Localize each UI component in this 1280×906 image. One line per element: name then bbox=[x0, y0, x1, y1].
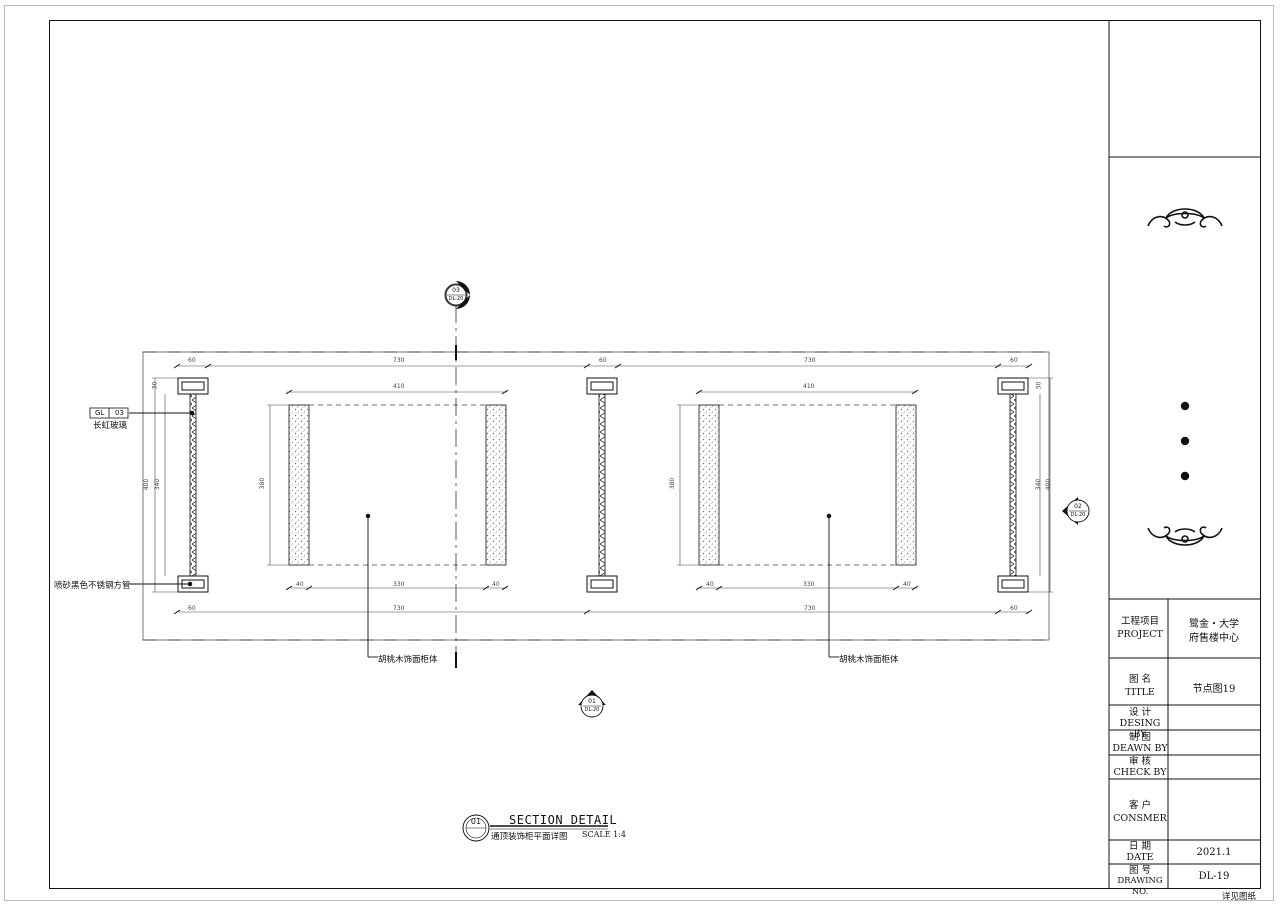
dim-post-left: 60 bbox=[188, 357, 196, 364]
title-label-cn: 图 名 bbox=[1128, 674, 1152, 685]
glass-panels bbox=[189, 393, 1017, 577]
dim-side-3: 40 bbox=[706, 581, 714, 588]
dim-side-4: 40 bbox=[903, 581, 911, 588]
dim-side-2: 40 bbox=[492, 581, 500, 588]
check-label-cn: 审 核 bbox=[1128, 756, 1152, 767]
section-marker-top bbox=[444, 281, 470, 309]
dim-cabinet-height-left: 380 bbox=[259, 477, 267, 490]
dashed-ceiling-lines bbox=[143, 351, 1049, 641]
dim-side-inner-right: 340 bbox=[1035, 478, 1043, 491]
design-label-cn: 设 计 bbox=[1128, 707, 1152, 718]
leader-lines bbox=[129, 410, 839, 658]
dim-post-mid: 60 bbox=[599, 357, 607, 364]
dim-post-depth-left: 30 bbox=[151, 381, 159, 390]
section-right-ref: DL-20 bbox=[1070, 512, 1086, 518]
glass-material-label: 长虹玻璃 bbox=[93, 421, 128, 431]
drawing-no-label-en: DRAWING NO. bbox=[1117, 876, 1163, 897]
dim-bottom-span-right: 730 bbox=[804, 605, 816, 612]
dots-decoration bbox=[1180, 401, 1190, 481]
drawn-label-en: DEAWN BY bbox=[1112, 743, 1168, 754]
walnut-cabinet-label-left: 胡桃木饰面柜体 bbox=[378, 655, 438, 665]
dim-inner-right: 330 bbox=[803, 581, 815, 588]
dimension-ticks bbox=[173, 363, 1033, 615]
project-label-en: PROJECT bbox=[1117, 629, 1163, 640]
cabinet-left bbox=[288, 404, 507, 566]
dim-post-depth-right: 30 bbox=[1035, 381, 1043, 390]
caption-subtitle: 通顶装饰柜平面详图 bbox=[491, 832, 568, 842]
project-value-line2: 府售楼中心 bbox=[1189, 633, 1239, 644]
dim-cabinet-left: 410 bbox=[393, 383, 405, 390]
footer-note: 详见图纸 bbox=[1222, 892, 1257, 902]
client-label-cn: 客 户 bbox=[1128, 800, 1152, 811]
section-bottom-ref: DL-20 bbox=[584, 707, 600, 713]
title-block-grid bbox=[1108, 20, 1261, 889]
check-label-en: CHECK BY bbox=[1113, 767, 1167, 778]
dim-cabinet-height-right: 380 bbox=[669, 477, 677, 490]
dim-side-height-left: 400 bbox=[143, 478, 151, 491]
section-right-number: 02 bbox=[1074, 503, 1082, 510]
title-value: 节点图19 bbox=[1192, 684, 1236, 695]
dim-cabinet-right: 410 bbox=[803, 383, 815, 390]
dim-inner-left: 330 bbox=[393, 581, 405, 588]
section-top-number: 03 bbox=[452, 287, 460, 294]
sheet-border bbox=[4, 5, 1274, 901]
dim-span-left: 730 bbox=[393, 357, 405, 364]
caption-title: SECTION DETAIL bbox=[509, 813, 618, 827]
date-label-cn: 日 期 bbox=[1128, 841, 1152, 852]
title-label-en: TITLE bbox=[1125, 687, 1155, 698]
drawing-no-value: DL-19 bbox=[1198, 871, 1230, 882]
ornament-top-icon bbox=[1147, 208, 1223, 228]
glass-tag-code: GL bbox=[95, 409, 105, 417]
cabinet-right bbox=[698, 404, 917, 566]
section-bottom-number: 01 bbox=[588, 698, 596, 705]
dimension-lines bbox=[152, 365, 1053, 613]
caption-number: 01 bbox=[470, 817, 482, 826]
section-marker-right bbox=[1062, 497, 1090, 525]
drawing-no-label-cn: 图 号 bbox=[1128, 865, 1152, 876]
project-label-cn: 工程项目 bbox=[1120, 616, 1159, 627]
dim-post-right: 60 bbox=[1010, 357, 1018, 364]
dim-side-1: 40 bbox=[296, 581, 304, 588]
dim-bottom-span-left: 730 bbox=[393, 605, 405, 612]
date-value: 2021.1 bbox=[1196, 847, 1232, 858]
dim-side-height-right: 400 bbox=[1045, 478, 1053, 491]
steel-tube-label: 喷砂黑色不锈钢方管 bbox=[54, 581, 131, 591]
dim-span-right: 730 bbox=[804, 357, 816, 364]
client-label-en: CONSMER bbox=[1113, 813, 1167, 824]
date-label-en: DATE bbox=[1126, 852, 1154, 863]
project-value-line1: 鹭金・大学 bbox=[1189, 619, 1239, 630]
caption-graphics bbox=[462, 814, 608, 842]
walnut-cabinet-label-right: 胡桃木饰面柜体 bbox=[839, 655, 899, 665]
ornament-bottom-icon bbox=[1147, 526, 1223, 546]
glass-tag-number: 03 bbox=[115, 409, 124, 417]
dim-bottom-post-right: 60 bbox=[1010, 605, 1018, 612]
section-top-ref: DL-20 bbox=[448, 296, 464, 302]
dim-bottom-post-left: 60 bbox=[188, 605, 196, 612]
section-marker-bottom bbox=[578, 690, 606, 718]
design-label-en: DESING BY bbox=[1119, 718, 1161, 740]
caption-scale: SCALE 1:4 bbox=[582, 830, 626, 839]
plan-outline bbox=[142, 351, 1050, 641]
drawn-label-cn: 制 图 bbox=[1128, 732, 1152, 743]
drawing-frame bbox=[49, 20, 1261, 889]
dim-side-inner-left: 340 bbox=[154, 478, 162, 491]
